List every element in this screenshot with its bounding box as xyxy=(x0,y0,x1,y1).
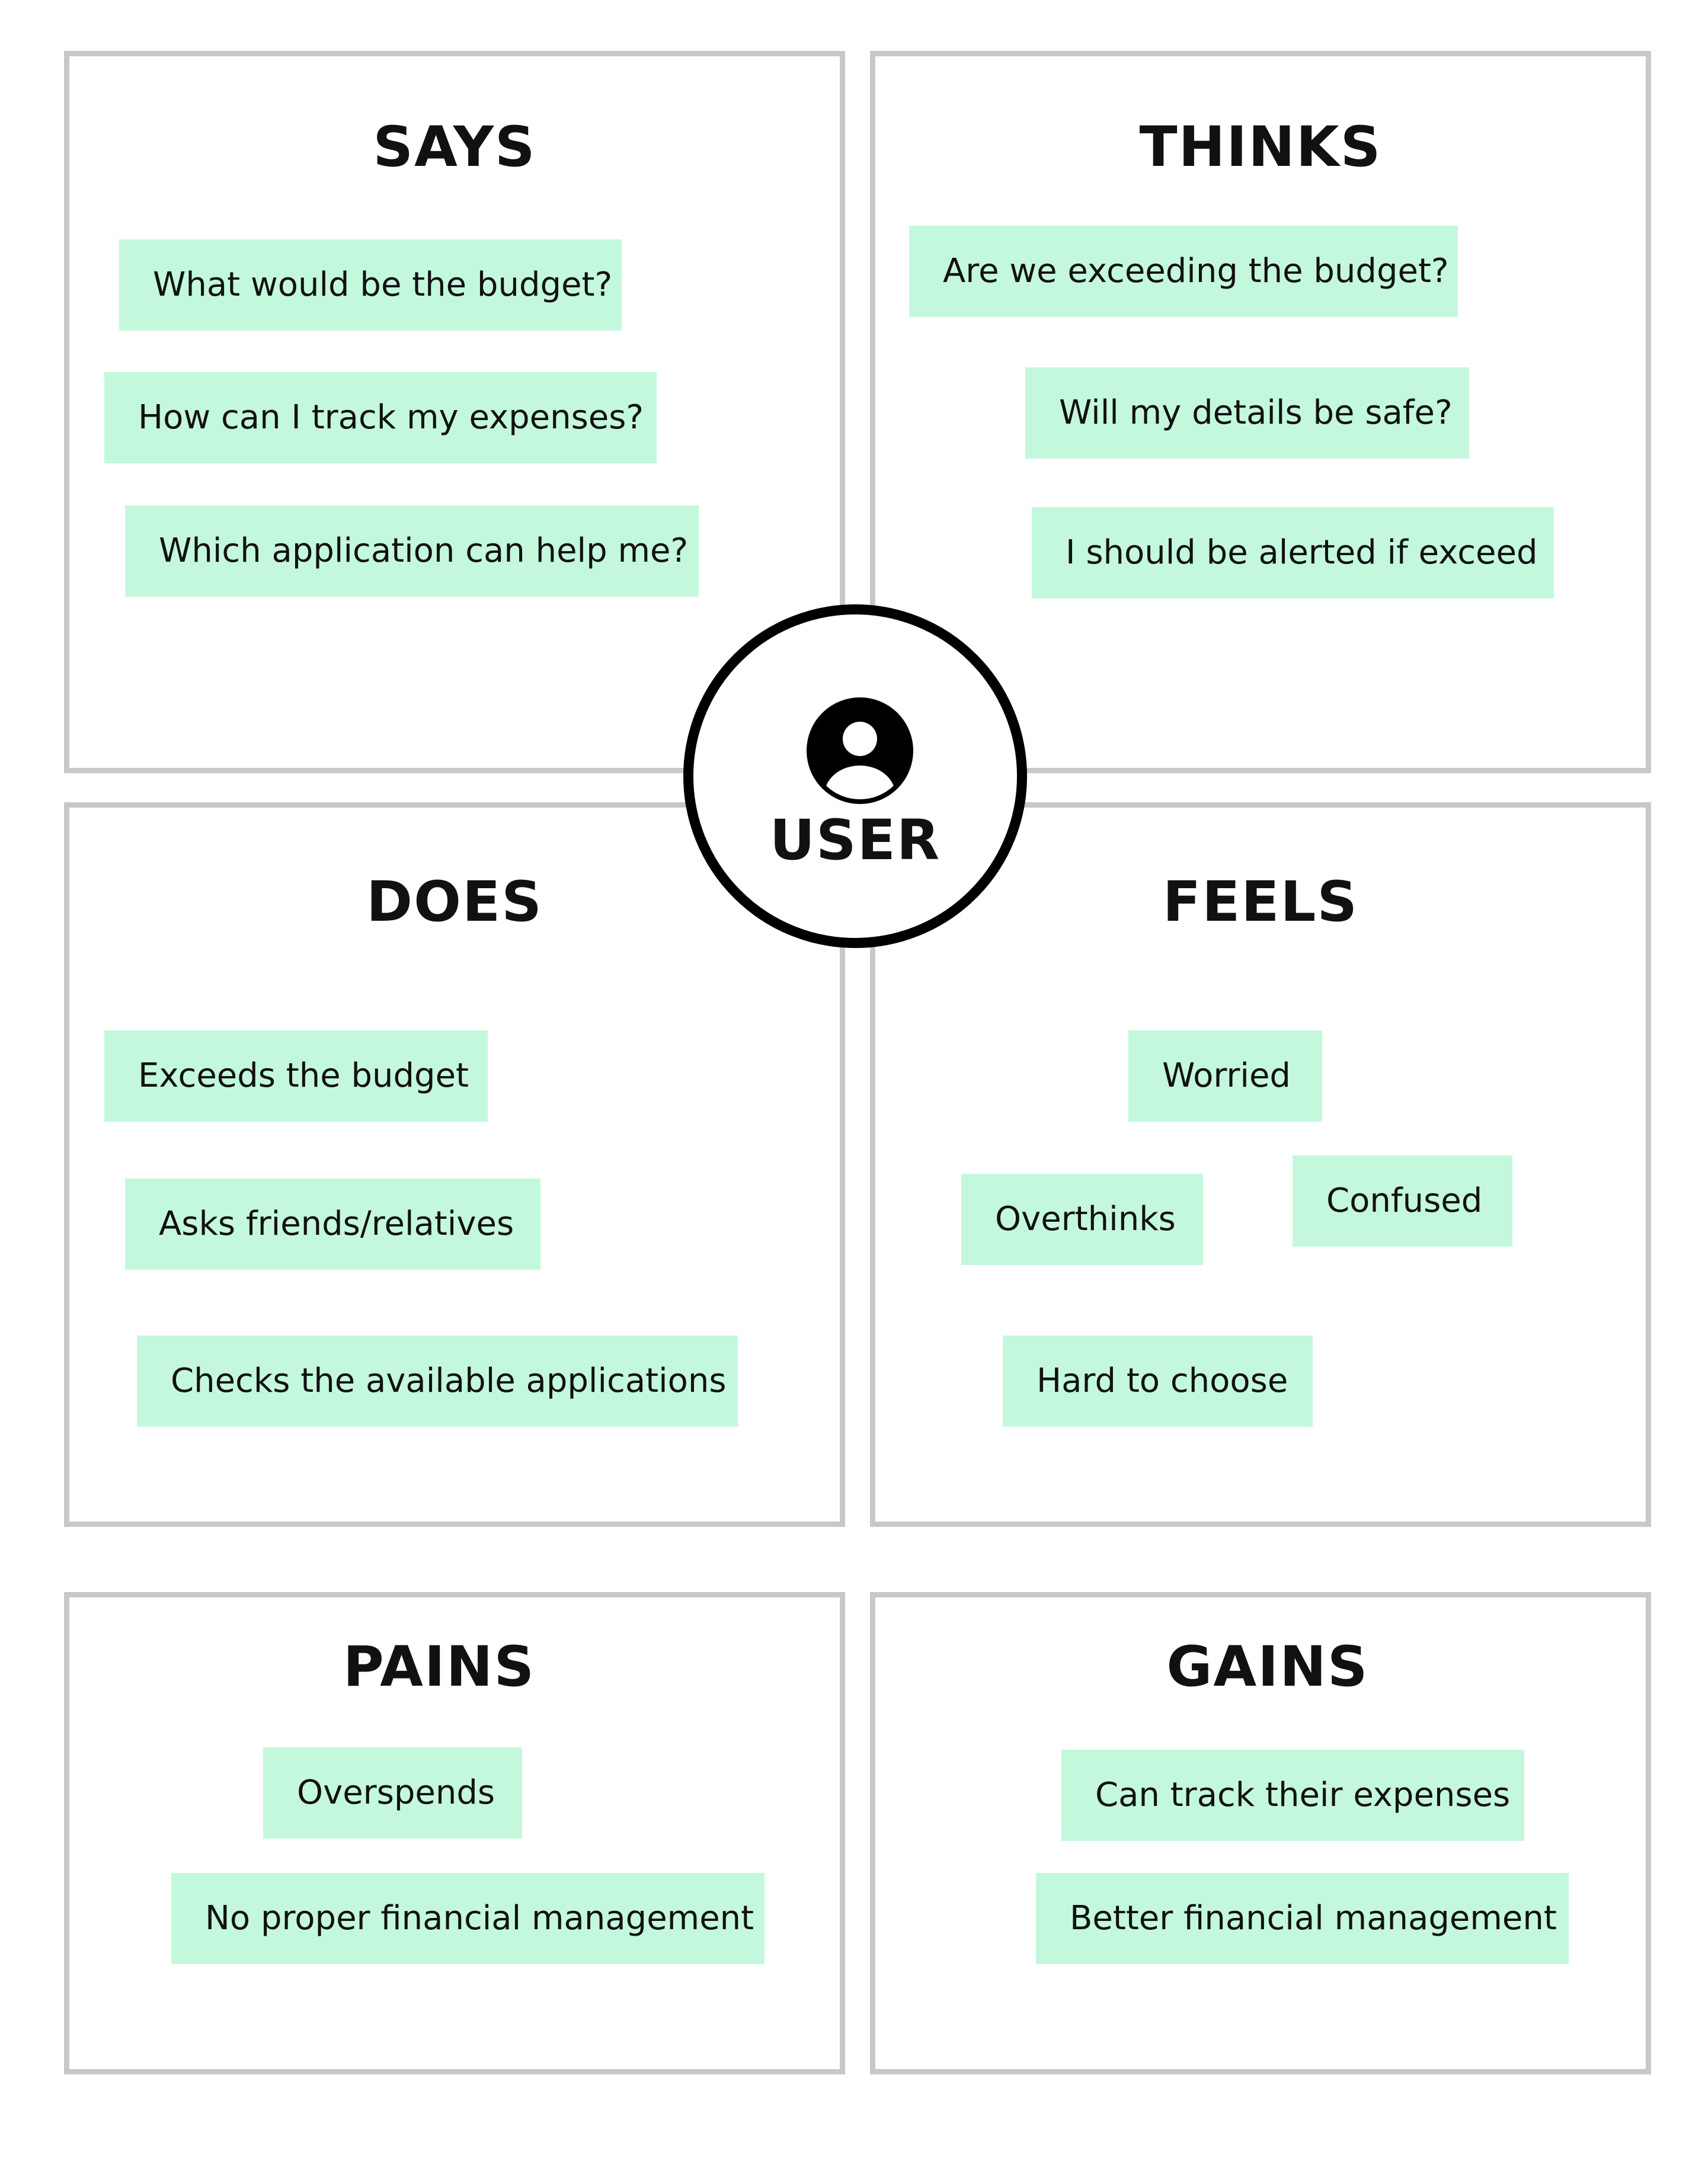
feels-note-worried: Worried xyxy=(1128,1030,1322,1122)
thinks-note-alerted: I should be alerted if exceed xyxy=(1032,507,1554,598)
user-avatar-icon xyxy=(807,697,913,804)
pains-note-no-financial-management: No proper financial management xyxy=(171,1873,764,1964)
says-note-budget: What would be the budget? xyxy=(119,239,622,331)
user-label: USER xyxy=(769,808,941,873)
says-note-which-application: Which application can help me? xyxy=(125,505,699,597)
gains-note-track-expenses: Can track their expenses xyxy=(1061,1750,1524,1841)
feels-note-overthinks: Overthinks xyxy=(961,1174,1203,1265)
thinks-title: THINKS xyxy=(1139,115,1382,180)
does-note-checks-applications: Checks the available applications xyxy=(137,1336,738,1427)
feels-note-confused: Confused xyxy=(1293,1155,1512,1247)
feels-note-hard-to-choose: Hard to choose xyxy=(1003,1336,1313,1427)
does-note-exceeds-budget: Exceeds the budget xyxy=(104,1030,488,1122)
says-title: SAYS xyxy=(373,115,536,180)
thinks-note-exceeding-budget: Are we exceeding the budget? xyxy=(909,226,1458,317)
does-note-asks-friends: Asks friends/relatives xyxy=(125,1179,540,1270)
user-circle: USER xyxy=(683,604,1027,948)
pains-note-overspends: Overspends xyxy=(263,1747,522,1839)
does-title: DOES xyxy=(366,870,543,934)
gains-title: GAINS xyxy=(1166,1635,1369,1699)
says-note-track-expenses: How can I track my expenses? xyxy=(104,372,657,463)
feels-title: FEELS xyxy=(1162,870,1359,934)
thinks-note-details-safe: Will my details be safe? xyxy=(1025,367,1469,459)
gains-note-better-financial-management: Better financial management xyxy=(1036,1873,1569,1964)
pains-title: PAINS xyxy=(343,1635,536,1699)
